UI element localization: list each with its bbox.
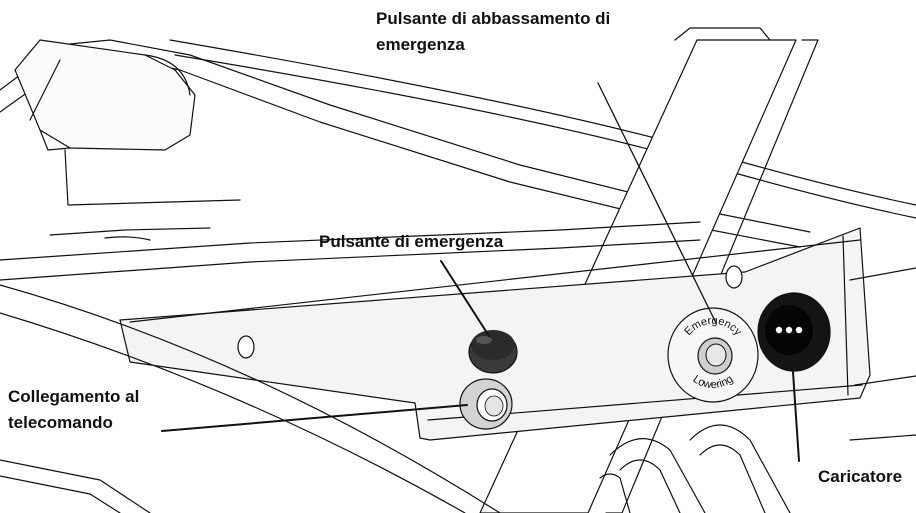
- leader-line-emergency-button: [440, 260, 490, 337]
- emergency-lowering-button: Emergency Lowering: [667, 307, 759, 403]
- charger-socket: [757, 292, 831, 372]
- label-remote-connection: Collegamento al telecomando: [8, 384, 139, 436]
- label-line: Pulsante di abbassamento di: [376, 9, 611, 28]
- top-curved-rail: [169, 39, 916, 219]
- label-emergency-lowering-button: Pulsante di abbassamento di emergenza: [376, 6, 610, 58]
- emergency-stop-button: [468, 330, 518, 374]
- leader-line-charger: [792, 371, 800, 462]
- charger-pin: [775, 326, 783, 334]
- mounting-screws: [237, 265, 743, 359]
- lower-cross-bar: [0, 221, 701, 281]
- leader-line-emergency-lowering: [597, 82, 717, 324]
- label-line: Collegamento al: [8, 387, 140, 406]
- charger-pin: [785, 326, 793, 334]
- ring-bottom-text: Lowering: [691, 373, 736, 391]
- lower-arced-tube: [0, 284, 501, 513]
- pulley-assembly: [599, 424, 916, 513]
- lifting-arm: [14, 39, 241, 241]
- label-emergency-button: Pulsante di emergenza: [319, 232, 504, 251]
- label-charger: Caricatore: [818, 467, 903, 486]
- charger-pin: [795, 326, 803, 334]
- remote-control-connector: [459, 378, 513, 430]
- leader-line-remote-connection: [161, 404, 468, 432]
- label-line: telecomando: [8, 413, 113, 432]
- label-line: emergenza: [376, 35, 465, 54]
- foreground-rail: [0, 459, 151, 513]
